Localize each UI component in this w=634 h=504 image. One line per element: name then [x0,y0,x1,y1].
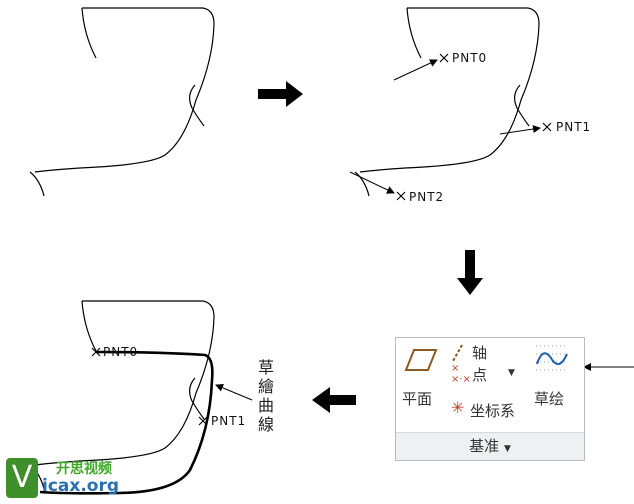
watermark-cn: 开思视频 [56,461,112,477]
arrow-right [258,81,303,107]
sketch-button[interactable]: 草绘 [534,390,565,408]
label-pnt1: PNT1 [556,120,592,134]
label-pnt1-bottom: PNT1 [211,414,247,428]
leader-arrows [215,59,634,401]
char: 曲 [258,396,275,415]
point-icon: ××·× [451,363,471,385]
csys-icon: ✳ [451,398,465,417]
point-markers [91,53,552,426]
sketched-curve [39,350,214,495]
dropdown-icon[interactable]: ▼ [508,368,515,378]
csys-button[interactable]: 坐标系 [470,402,516,420]
datum-group-footer[interactable]: 基准 ▼ [396,432,584,460]
curves-with-points [354,7,540,197]
label-pnt0: PNT0 [452,51,488,65]
axis-button[interactable]: 轴 [472,344,488,362]
plane-button[interactable]: 平面 [402,390,433,408]
sketch-curve-label: 草 繪 曲 線 [258,358,276,434]
plane-icon [404,349,438,371]
watermark-en: icax.org [42,476,120,496]
watermark-logo: V [6,458,38,498]
axis-icon [452,344,463,362]
label-pnt2: PNT2 [409,190,445,204]
original-curves [29,7,215,197]
char: 草 [258,358,275,377]
char: 線 [258,415,275,434]
dropdown-icon: ▼ [503,444,511,454]
char: 繪 [258,377,275,396]
arrow-left [312,387,356,413]
datum-group-label: 基准 [469,437,500,455]
datum-ribbon-group: 平面 轴 ××·× 点 ▼ ✳ 坐标系 草绘 基准 ▼ [395,337,585,461]
label-pnt0-bottom: PNT0 [103,345,139,359]
sketch-icon [536,345,568,371]
point-button[interactable]: 点 [472,366,488,384]
arrow-down [457,250,483,295]
